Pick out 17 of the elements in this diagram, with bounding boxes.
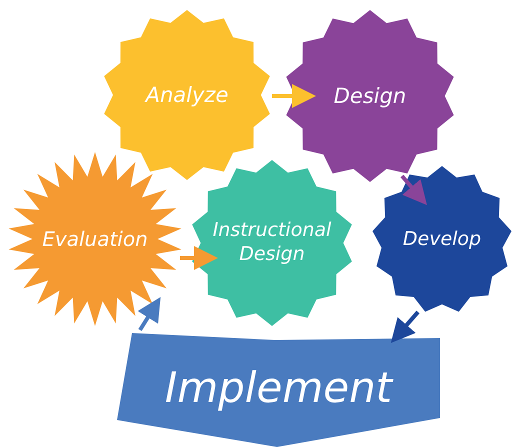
node-label: Develop [402,228,482,252]
node-label: Implement [164,362,392,414]
arrow [400,174,428,206]
starburst-shape [284,10,456,182]
banner-shape [117,330,440,447]
arrow [390,310,420,344]
starburst-shape [8,152,182,326]
starburst-shape [102,10,272,180]
starburst-shape [190,160,354,326]
arrow [180,246,218,270]
starburst-shape [372,166,512,314]
arrow [272,84,316,108]
node-label: Instructional Design [212,219,332,267]
arrow [138,297,161,332]
node-label: Design [334,82,406,110]
node-label: Analyze [146,82,228,108]
node-label: Evaluation [42,226,148,252]
